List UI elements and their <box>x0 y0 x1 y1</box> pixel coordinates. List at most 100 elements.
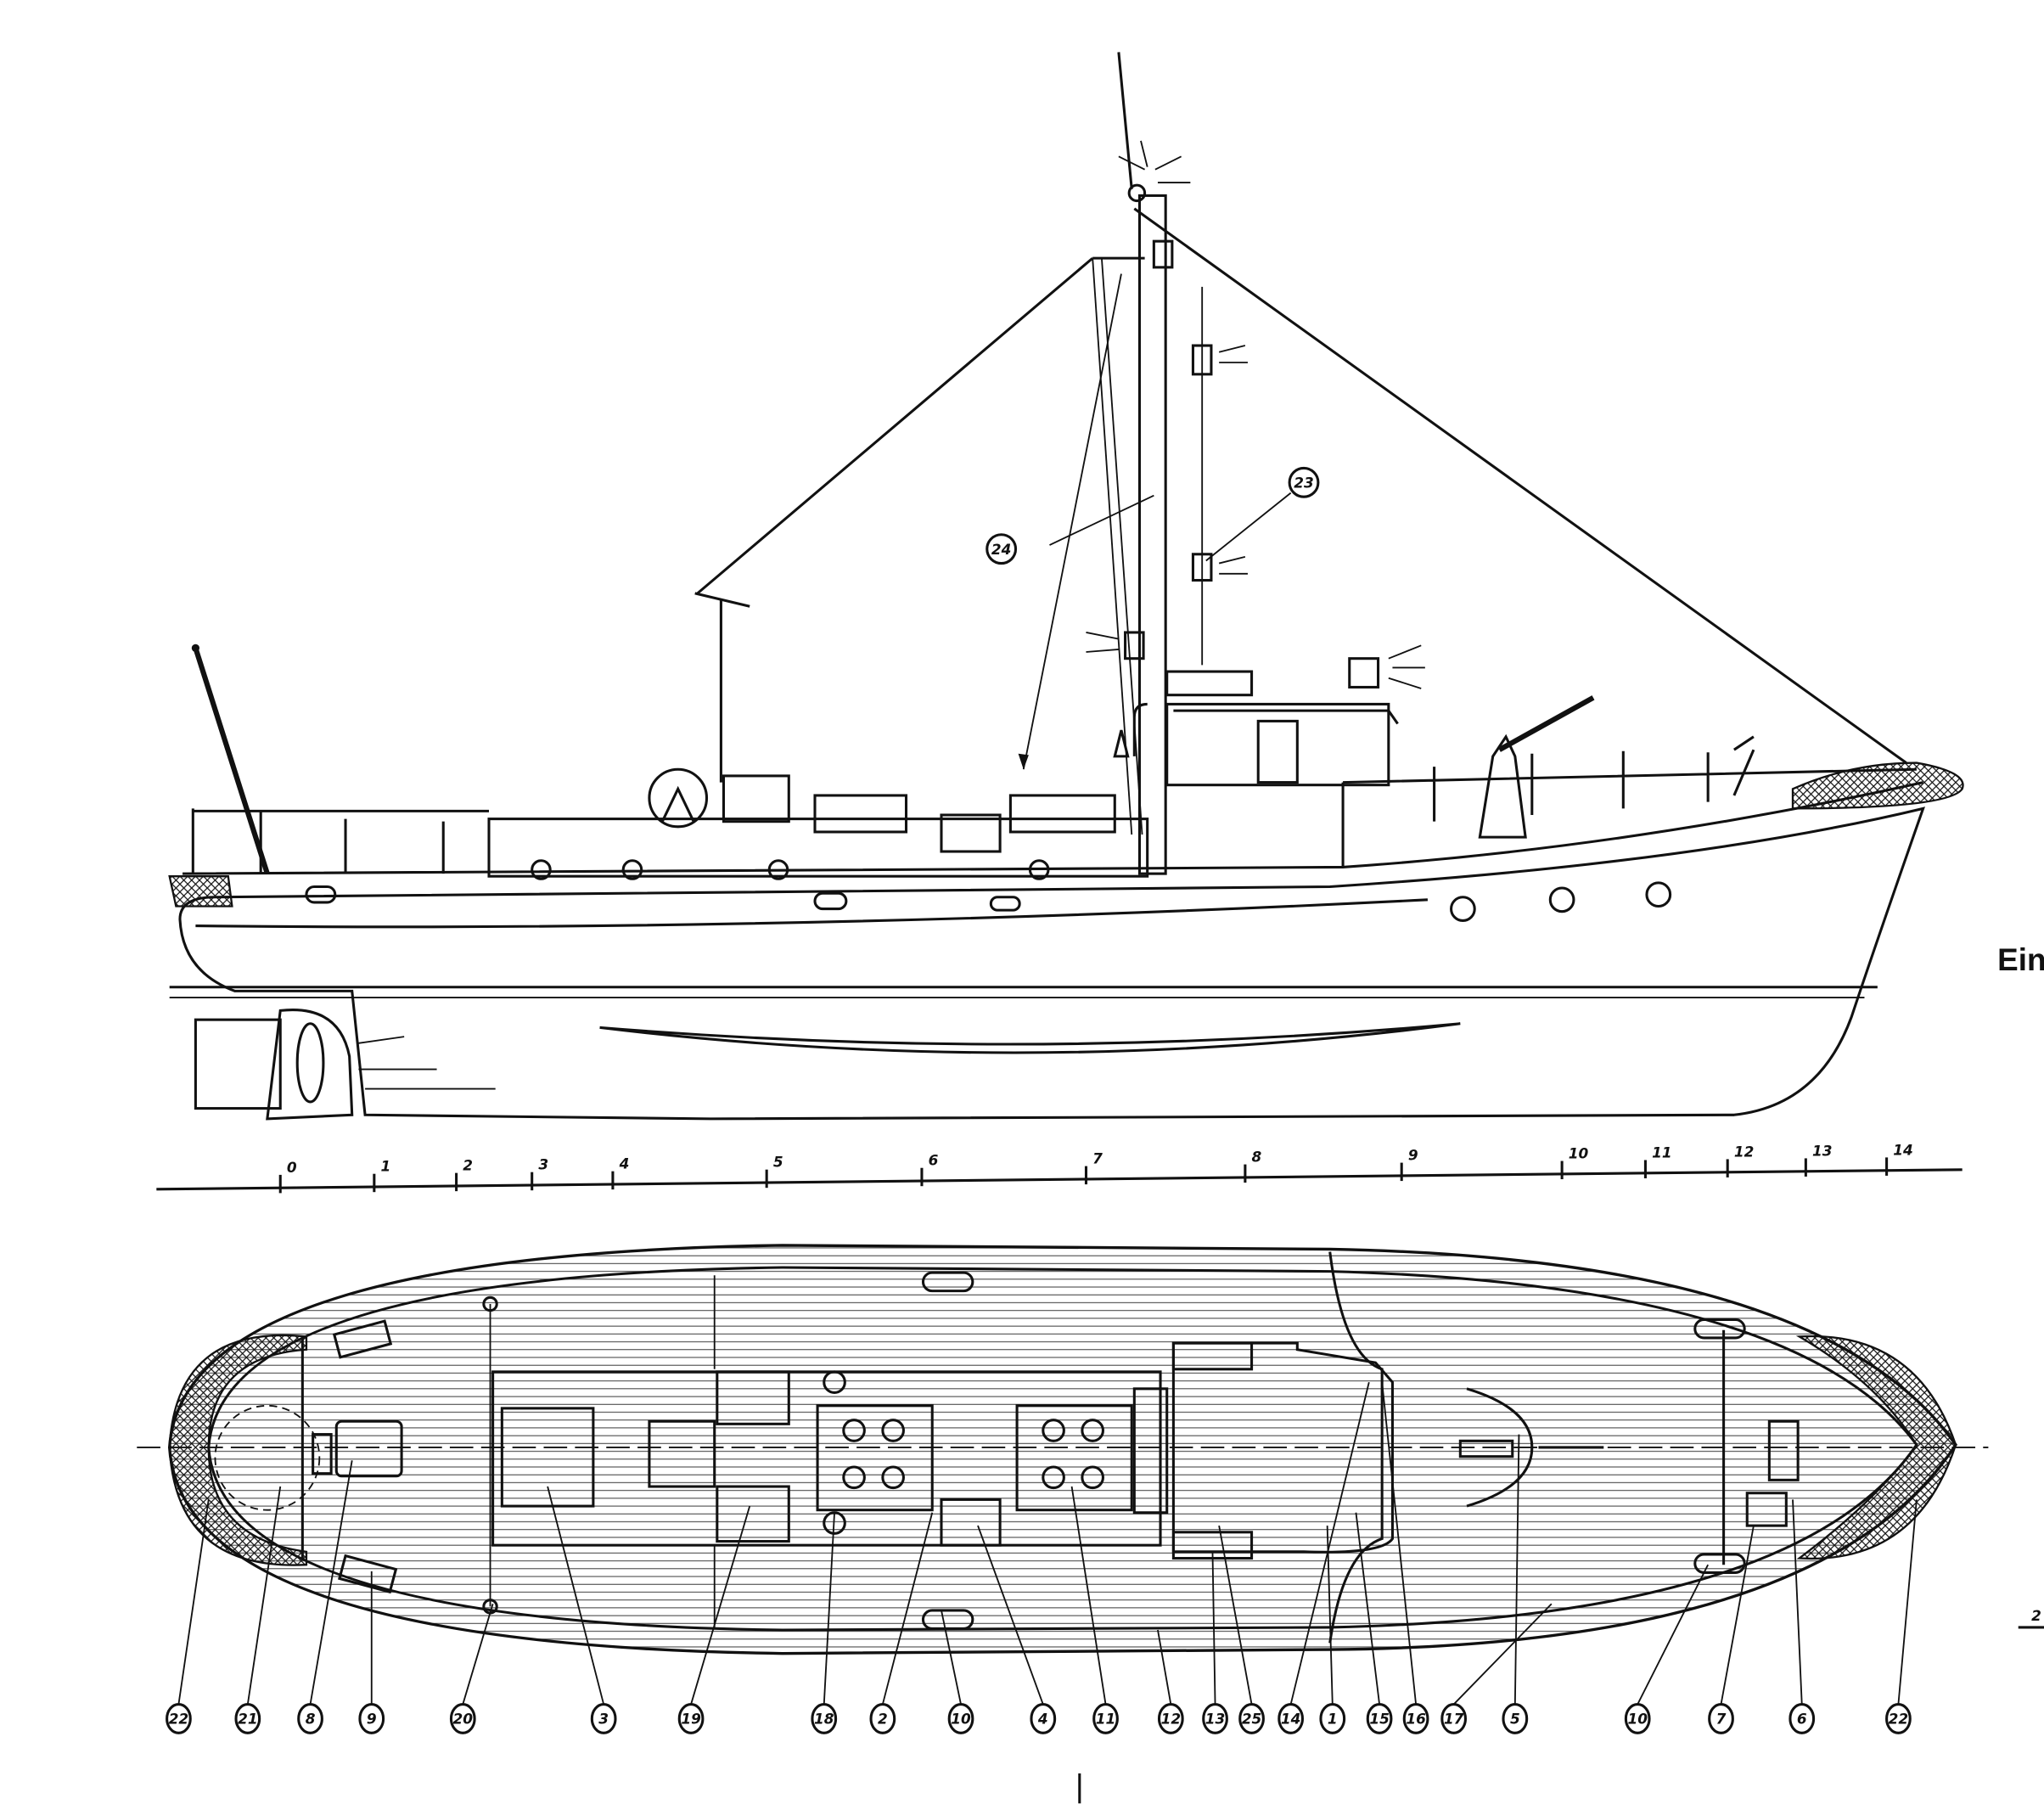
callout-23: 23 <box>1288 466 1320 498</box>
scale-label: 11 <box>1652 1144 1671 1161</box>
part-label: 5 <box>1510 1711 1520 1728</box>
superstructure <box>191 644 1917 878</box>
leader-line <box>690 1505 751 1705</box>
part-label-circle <box>449 1703 476 1734</box>
part-label-circle <box>1030 1703 1057 1734</box>
vents <box>816 1370 1133 1535</box>
part-label-circle <box>590 1703 617 1734</box>
part-label-circle <box>1440 1703 1468 1734</box>
leader-line <box>1513 1434 1520 1705</box>
side-note: 2 <box>2031 1607 2041 1624</box>
scale-label: 0 <box>287 1159 297 1176</box>
part-label-circle <box>1788 1703 1816 1734</box>
leader-line <box>1720 1525 1755 1705</box>
part-label-circle <box>1502 1703 1529 1734</box>
part-label: 22 <box>1889 1711 1908 1728</box>
svg-text:24: 24 <box>991 541 1011 558</box>
scale-label: 8 <box>1252 1149 1262 1166</box>
part-label-circle <box>1202 1703 1228 1734</box>
part-label-circle <box>1402 1703 1429 1734</box>
part-label-circle <box>1366 1703 1393 1734</box>
scale-label: 13 <box>1812 1142 1832 1159</box>
part-label: 11 <box>1096 1711 1115 1728</box>
stern-fender <box>168 875 233 908</box>
leader-line <box>1355 1512 1381 1705</box>
leader-line <box>547 1486 605 1705</box>
fittings <box>214 1271 1800 1631</box>
scale-label: 5 <box>773 1154 783 1171</box>
flagpole <box>193 647 270 875</box>
leader-line <box>881 1512 934 1705</box>
leader-line <box>1326 1526 1334 1705</box>
leader-line <box>177 1499 210 1705</box>
svg-text:23: 23 <box>1294 474 1313 491</box>
part-label-circle <box>1624 1703 1651 1734</box>
leader-line <box>1452 1603 1553 1706</box>
part-label-circle <box>234 1703 261 1734</box>
part-label-circle <box>1157 1703 1184 1734</box>
scale-label: 7 <box>1092 1150 1103 1167</box>
part-label-circle <box>1319 1703 1346 1734</box>
part-label: 14 <box>1281 1711 1300 1728</box>
hull-profile <box>178 806 1925 1121</box>
part-label: 19 <box>681 1711 700 1728</box>
part-label: 4 <box>1037 1711 1048 1728</box>
leader-line <box>1218 1525 1253 1705</box>
scale-label: 10 <box>1569 1144 1589 1161</box>
scale-label: 3 <box>538 1156 548 1173</box>
part-label-circle <box>297 1703 323 1734</box>
part-label: 10 <box>951 1711 971 1728</box>
part-label: 13 <box>1205 1711 1225 1728</box>
leader-line <box>1157 1629 1172 1705</box>
part-label-circle <box>811 1703 838 1734</box>
leader-line <box>1289 1381 1370 1705</box>
part-label-circle <box>1238 1703 1265 1734</box>
title-fragment: Ein <box>1997 942 2044 977</box>
part-label-circle <box>166 1703 192 1734</box>
bow-fender <box>1791 762 1964 810</box>
part-label: 16 <box>1406 1711 1426 1728</box>
leader-line <box>1897 1499 1918 1705</box>
part-label-circle <box>947 1703 974 1734</box>
part-label-circle <box>1885 1703 1912 1734</box>
leader-line <box>462 1604 494 1705</box>
part-label-circle <box>869 1703 896 1734</box>
leader-line <box>309 1460 353 1705</box>
part-label: 21 <box>238 1711 257 1728</box>
leader-line <box>941 1610 962 1705</box>
part-label: 18 <box>814 1711 834 1728</box>
part-label: 8 <box>306 1711 316 1728</box>
leader-line <box>1070 1486 1107 1705</box>
deck-outline <box>167 1244 1958 1655</box>
part-label-circle <box>358 1703 385 1734</box>
leader-line <box>1792 1499 1803 1705</box>
part-label: 25 <box>1242 1711 1261 1728</box>
portholes <box>305 859 1672 922</box>
part-label: 20 <box>453 1711 474 1728</box>
rudder-propeller <box>194 1009 496 1121</box>
rigging <box>694 207 1907 835</box>
scale-label: 4 <box>619 1155 630 1172</box>
part-label: 9 <box>367 1711 377 1728</box>
leader-line <box>823 1512 835 1705</box>
part-label: 1 <box>1328 1711 1338 1728</box>
callout-24: 24 <box>986 533 1018 565</box>
part-label-circle <box>1708 1703 1734 1734</box>
part-label: 10 <box>1627 1711 1648 1728</box>
part-label: 15 <box>1369 1711 1389 1728</box>
leader-line <box>246 1486 282 1705</box>
part-label: 3 <box>598 1711 609 1728</box>
leader-line <box>1381 1382 1418 1705</box>
scale-label: 14 <box>1893 1141 1912 1158</box>
part-label-circle <box>1278 1703 1305 1734</box>
scale-label: 6 <box>929 1152 939 1169</box>
mast <box>1086 52 1248 875</box>
part-label: 2 <box>878 1711 888 1728</box>
part-label: 7 <box>1716 1711 1727 1728</box>
scale-label: 9 <box>1408 1147 1418 1164</box>
leader-line <box>1211 1551 1216 1705</box>
